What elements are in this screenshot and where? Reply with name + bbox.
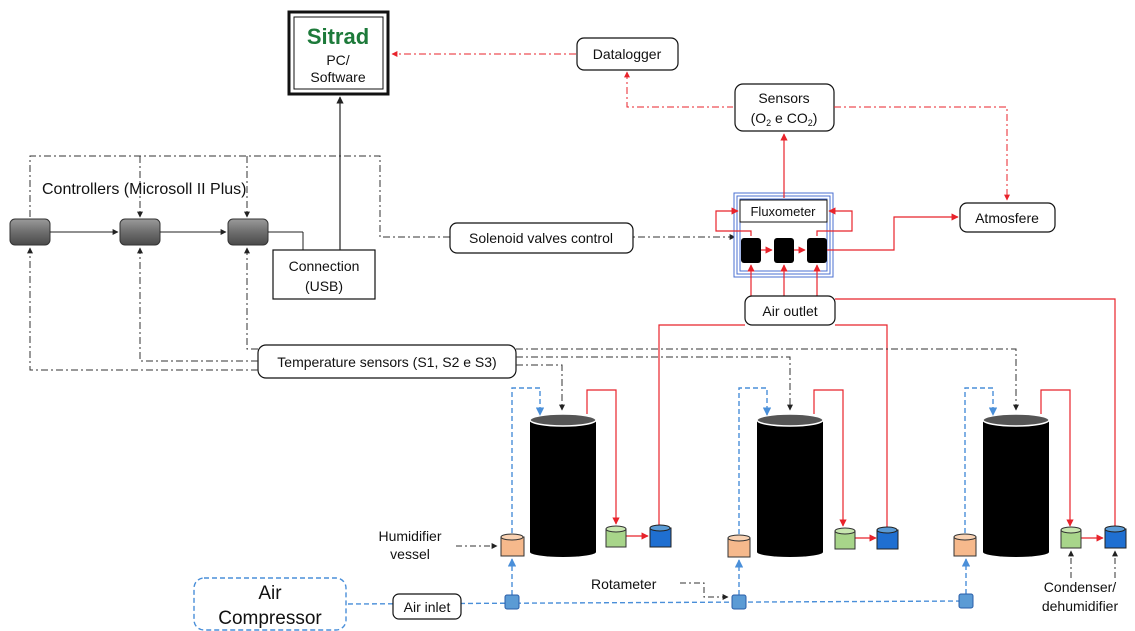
sensors-gases: (O2 e CO2) (751, 110, 818, 128)
atmosfere-box: Atmosfere (959, 202, 1056, 233)
connection-label: Connection (289, 258, 360, 274)
fluxometer-label: Fluxometer (750, 204, 816, 219)
rotameter-valve-2 (731, 594, 747, 610)
sensors-label: Sensors (758, 90, 809, 106)
condenser-3 (1060, 526, 1082, 549)
pc-software-box: Sitrad PC/ Software (287, 10, 390, 96)
atmosfere-label: Atmosfere (975, 210, 1039, 226)
air-outlet-box: Air outlet (744, 295, 836, 326)
temperature-sensors-label: Temperature sensors (S1, S2 e S3) (277, 354, 496, 370)
sensors-box: Sensors (O2 e CO2) (734, 83, 835, 132)
usb-label: (USB) (305, 278, 343, 294)
rotameter-valve-1 (504, 594, 520, 610)
humidifier-1 (500, 533, 525, 557)
controller-2 (119, 218, 161, 246)
condenser-label-line2: dehumidifier (1042, 598, 1119, 614)
pc-label: PC/ (326, 52, 349, 68)
solenoid-label: Solenoid valves control (469, 230, 613, 246)
rotameter-valve-3 (958, 593, 974, 609)
air-compressor-box: Air Compressor (193, 577, 347, 631)
sitrad-logo: Sitrad (307, 24, 369, 49)
dehumidifier-1 (649, 524, 672, 548)
controller-1 (9, 218, 51, 246)
condenser-1 (605, 525, 627, 548)
software-label: Software (310, 69, 365, 85)
air-compressor-line2: Compressor (218, 608, 322, 629)
humidifier-3 (953, 533, 977, 557)
air-compressor-line1: Air (258, 583, 282, 604)
vessel-1 (529, 413, 597, 557)
datalogger-box: Datalogger (576, 37, 679, 71)
air-inlet-box: Air inlet (392, 593, 462, 620)
air-inlet-label: Air inlet (404, 599, 451, 615)
dehumidifier-2 (876, 526, 899, 550)
solenoid-valves-box: Solenoid valves control (449, 222, 634, 254)
humidifier-2 (727, 534, 751, 558)
condenser-label-line1: Condenser/ (1044, 579, 1116, 595)
vessel-3 (982, 413, 1050, 557)
air-outlet-label: Air outlet (762, 303, 817, 319)
humidifier-label-line2: vessel (390, 546, 430, 562)
condenser-2 (834, 527, 856, 550)
controller-3 (227, 218, 269, 246)
rotameter-label: Rotameter (591, 576, 657, 592)
controllers-label: Controllers (Microsoll II Plus) (42, 181, 246, 198)
datalogger-label: Datalogger (593, 46, 662, 62)
dehumidifier-3 (1104, 525, 1127, 549)
vessel-2 (756, 413, 824, 557)
connection-usb-box: Connection (USB) (272, 249, 376, 300)
humidifier-label-line1: Humidifier (378, 528, 441, 544)
temperature-sensors-box: Temperature sensors (S1, S2 e S3) (257, 344, 517, 379)
fluxometer-panel: Fluxometer (733, 192, 834, 278)
